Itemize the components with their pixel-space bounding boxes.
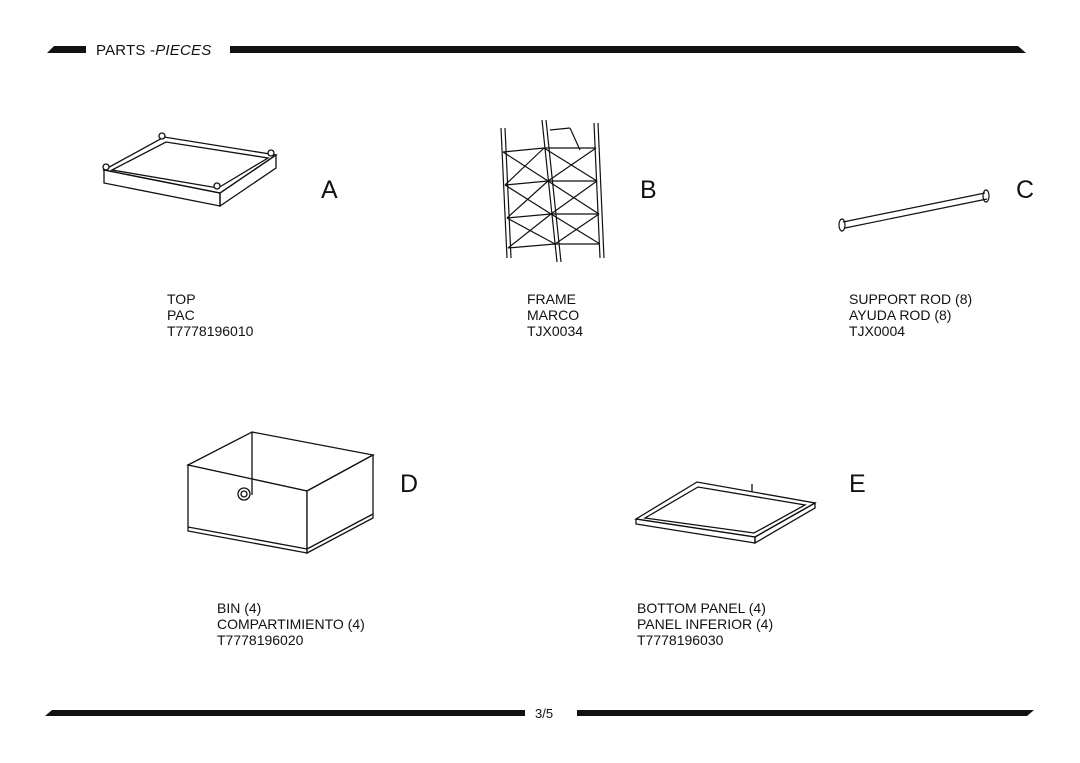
part-c-name-en: SUPPORT ROD (8) <box>849 291 973 307</box>
part-c-drawing <box>838 189 990 232</box>
part-c-letter: C <box>1016 176 1035 204</box>
footer-bar-left <box>45 710 525 716</box>
section-title-english: PARTS - <box>96 42 156 59</box>
section-title-spanish: PIECES <box>155 42 212 59</box>
part-b-code: TJX0034 <box>527 323 584 339</box>
part-b-drawing <box>500 119 605 263</box>
footer-bar-right <box>577 710 1034 716</box>
part-a-name-es: PAC <box>167 307 195 323</box>
part-a-letter: A <box>321 176 338 204</box>
part-e-letter: E <box>849 470 866 498</box>
part-b-letter: B <box>640 176 657 204</box>
part-a-code: T7778196010 <box>167 323 254 339</box>
part-e-caption: BOTTOM PANEL (4) PANEL INFERIOR (4) T777… <box>637 600 773 648</box>
part-a-caption: TOP PAC T7778196010 <box>167 291 253 339</box>
part-d-letter: D <box>400 470 419 498</box>
header-bar-right <box>230 46 1026 53</box>
part-b-name-en: FRAME <box>527 291 576 307</box>
part-c-name-es: AYUDA ROD (8) <box>849 307 952 323</box>
header-bar-left <box>47 46 86 53</box>
part-a-name-en: TOP <box>167 291 196 307</box>
part-e-name-en: BOTTOM PANEL (4) <box>637 600 766 616</box>
part-a-drawing <box>102 132 278 208</box>
part-d-name-en: BIN (4) <box>217 600 262 616</box>
part-b-name-es: MARCO <box>527 307 580 323</box>
page-number: 3/5 <box>535 706 554 721</box>
part-d-name-es: COMPARTIMIENTO (4) <box>217 616 365 632</box>
part-d-drawing <box>186 431 375 555</box>
part-d-code: T7778196020 <box>217 632 304 648</box>
part-d-caption: BIN (4) COMPARTIMIENTO (4) T7778196020 <box>217 600 365 648</box>
part-b-caption: FRAME MARCO TJX0034 <box>527 291 583 339</box>
section-title: PARTS -PIECES <box>96 42 211 59</box>
part-e-drawing <box>634 481 817 545</box>
part-e-name-es: PANEL INFERIOR (4) <box>637 616 774 632</box>
part-c-code: TJX0004 <box>849 323 906 339</box>
part-c-caption: SUPPORT ROD (8) AYUDA ROD (8) TJX0004 <box>849 291 972 339</box>
part-e-code: T7778196030 <box>637 632 724 648</box>
